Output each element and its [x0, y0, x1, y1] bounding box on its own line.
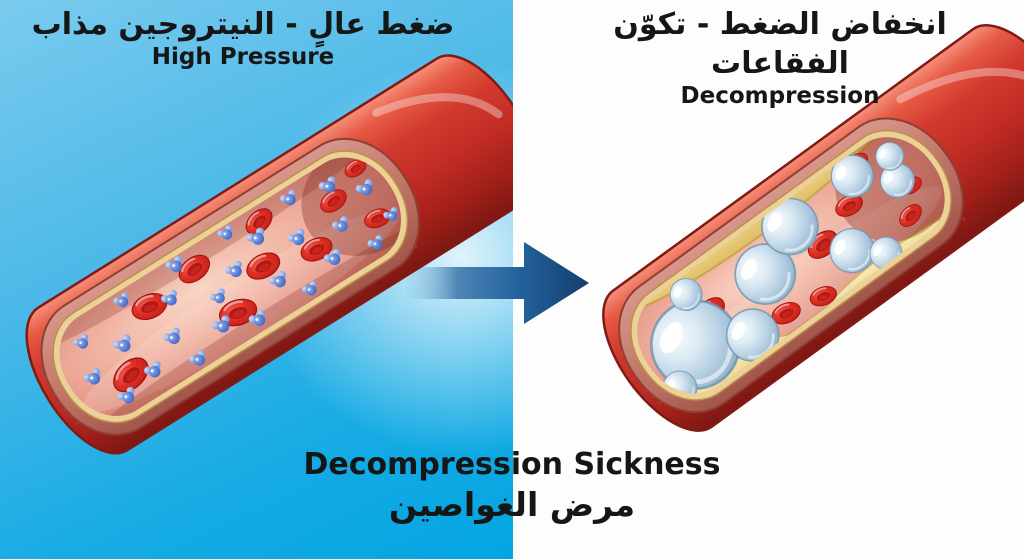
- right-title-arabic: انخفاض الضغط - تكوّن الفقاعات: [613, 7, 947, 81]
- right-arrow: [406, 242, 589, 324]
- cut-face-texture: [124, 241, 423, 430]
- tube-highlight: [372, 93, 503, 119]
- left-title-english: High Pressure: [151, 44, 335, 70]
- bottom-caption: Decompression Sickness مرض الغواصين: [0, 447, 1024, 528]
- right-vessel: [602, 24, 1024, 432]
- caption-arabic: مرض الغواصين: [388, 485, 636, 524]
- left-panel-title: ضغط عالٍ - النيتروجين مذاب High Pressure: [28, 5, 458, 70]
- left-vessel-lumen: [59, 157, 401, 416]
- right-panel-title: انخفاض الضغط - تكوّن الفقاعات Decompress…: [556, 5, 1004, 109]
- lumen-bottom-shadow: [96, 212, 420, 431]
- left-vessel: [25, 54, 513, 455]
- caption-english: Decompression Sickness: [303, 447, 721, 482]
- left-title-arabic: ضغط عالٍ - النيتروجين مذاب: [31, 7, 455, 42]
- tube-highlight: [896, 67, 1024, 104]
- right-title-english: Decompression: [680, 83, 880, 109]
